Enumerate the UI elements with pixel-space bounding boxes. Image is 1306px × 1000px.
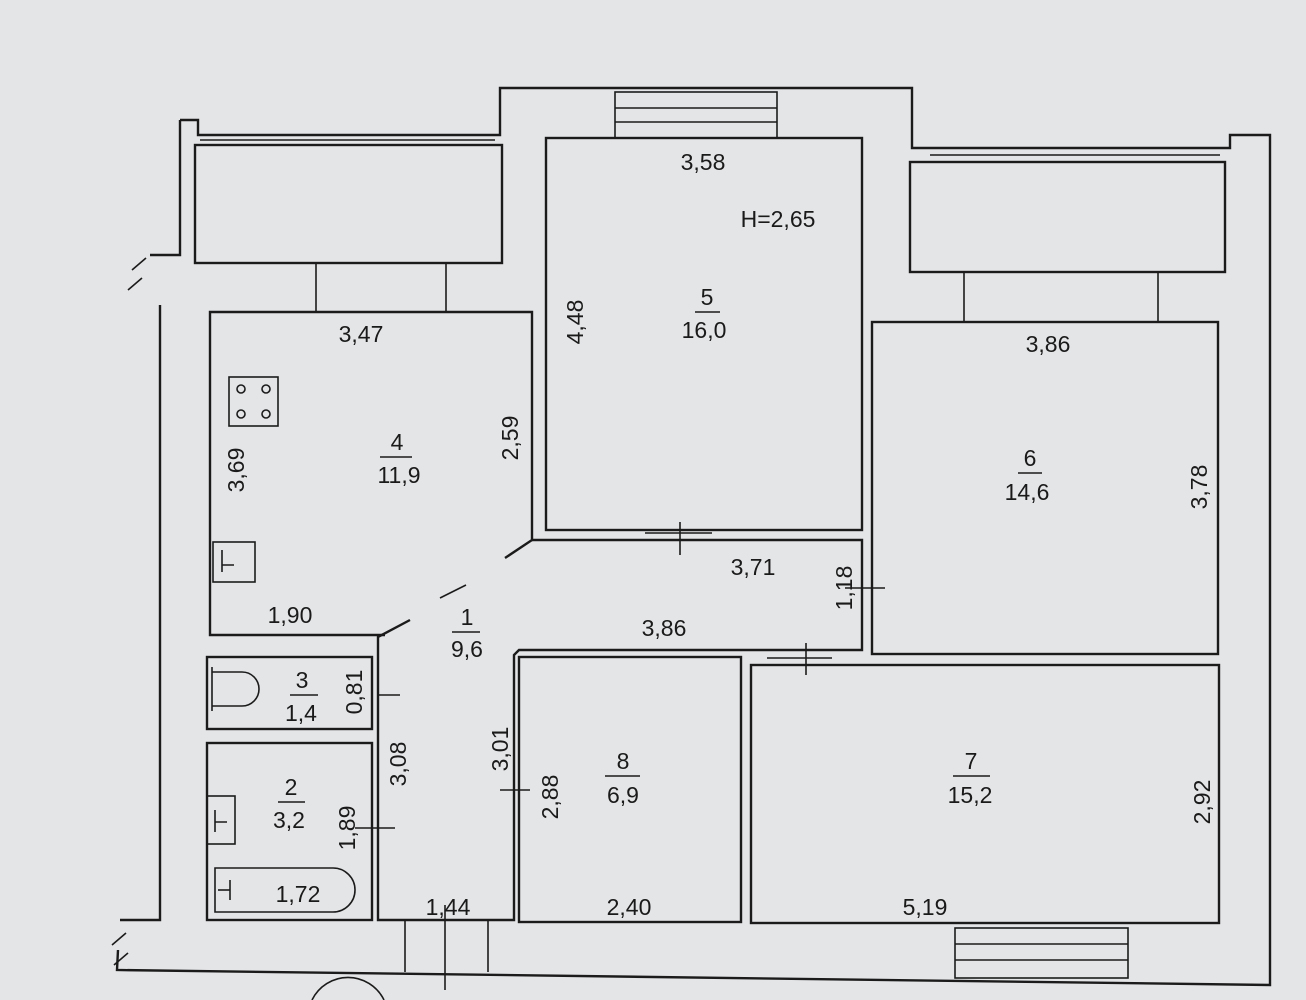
room-4-area: 11,9: [377, 462, 420, 488]
room-6-number: 6: [1024, 445, 1037, 471]
dim-hall-mid: 3,86: [642, 615, 687, 641]
dim-room3-right: 0,81: [341, 670, 367, 715]
window-top: [614, 91, 778, 139]
dim-room8-wall: 3,01: [487, 727, 513, 772]
room-3-number: 3: [296, 667, 309, 693]
dim-hall-top: 3,71: [731, 554, 776, 580]
toilet-icon: [211, 667, 260, 711]
dim-room8-bottom: 2,40: [607, 894, 652, 920]
room-6-area: 14,6: [1005, 479, 1050, 505]
room-8-area: 6,9: [607, 782, 639, 808]
room-fraction-lines: [278, 311, 1042, 803]
dim-room4-top: 3,47: [339, 321, 384, 347]
dim-room6-right: 3,78: [1186, 465, 1212, 510]
room-2-area: 3,2: [273, 807, 305, 833]
wash-basin-icon: [206, 795, 236, 845]
room-3-toilet: [205, 655, 374, 731]
room-5-number: 5: [701, 284, 714, 310]
dim-room4-bottom: 1,90: [268, 602, 313, 628]
dim-room4-left: 3,69: [223, 448, 249, 493]
dim-room8-left: 2,88: [537, 775, 563, 820]
room-8-number: 8: [617, 748, 630, 774]
dim-hall-left: 3,08: [385, 742, 411, 787]
room-1-hallway: [355, 522, 885, 922]
room-5-area: 16,0: [682, 317, 727, 343]
balcony-left: [193, 139, 504, 312]
ceiling-height-label: H=2,65: [741, 206, 816, 232]
dim-room7-right: 2,92: [1189, 780, 1215, 825]
room-7-area: 15,2: [948, 782, 993, 808]
room-6-bedroom: [870, 320, 1220, 656]
kitchen-sink-icon: [212, 541, 256, 583]
stove-icon: [228, 376, 279, 427]
dim-room5-left: 4,48: [562, 300, 588, 345]
dim-hall-right: 1,18: [831, 566, 857, 611]
room-1-area: 9,6: [451, 636, 483, 662]
dim-bathtub: 1,72: [276, 881, 321, 907]
room-5-bedroom: [544, 136, 864, 532]
bathtub-icon: [214, 867, 356, 913]
window-bottom: [954, 927, 1129, 979]
room-4-kitchen: [208, 310, 534, 637]
balcony-right: [908, 154, 1227, 322]
outer-wall: [111, 86, 1272, 987]
room-2-number: 2: [285, 774, 298, 800]
room-3-area: 1,4: [285, 700, 317, 726]
stamp-arc: [311, 976, 385, 1000]
room-1-number: 1: [461, 604, 474, 630]
room-7-number: 7: [965, 748, 978, 774]
room-7-bedroom: [749, 663, 1221, 925]
dim-room5-top: 3,58: [681, 149, 726, 175]
dim-room2-right: 1,89: [334, 806, 360, 851]
dim-room6-top: 3,86: [1026, 331, 1071, 357]
dim-room7-bottom: 5,19: [903, 894, 948, 920]
room-4-number: 4: [391, 429, 404, 455]
dim-hall-bottom: 1,44: [426, 894, 471, 920]
dim-room4-right: 2,59: [497, 416, 523, 461]
